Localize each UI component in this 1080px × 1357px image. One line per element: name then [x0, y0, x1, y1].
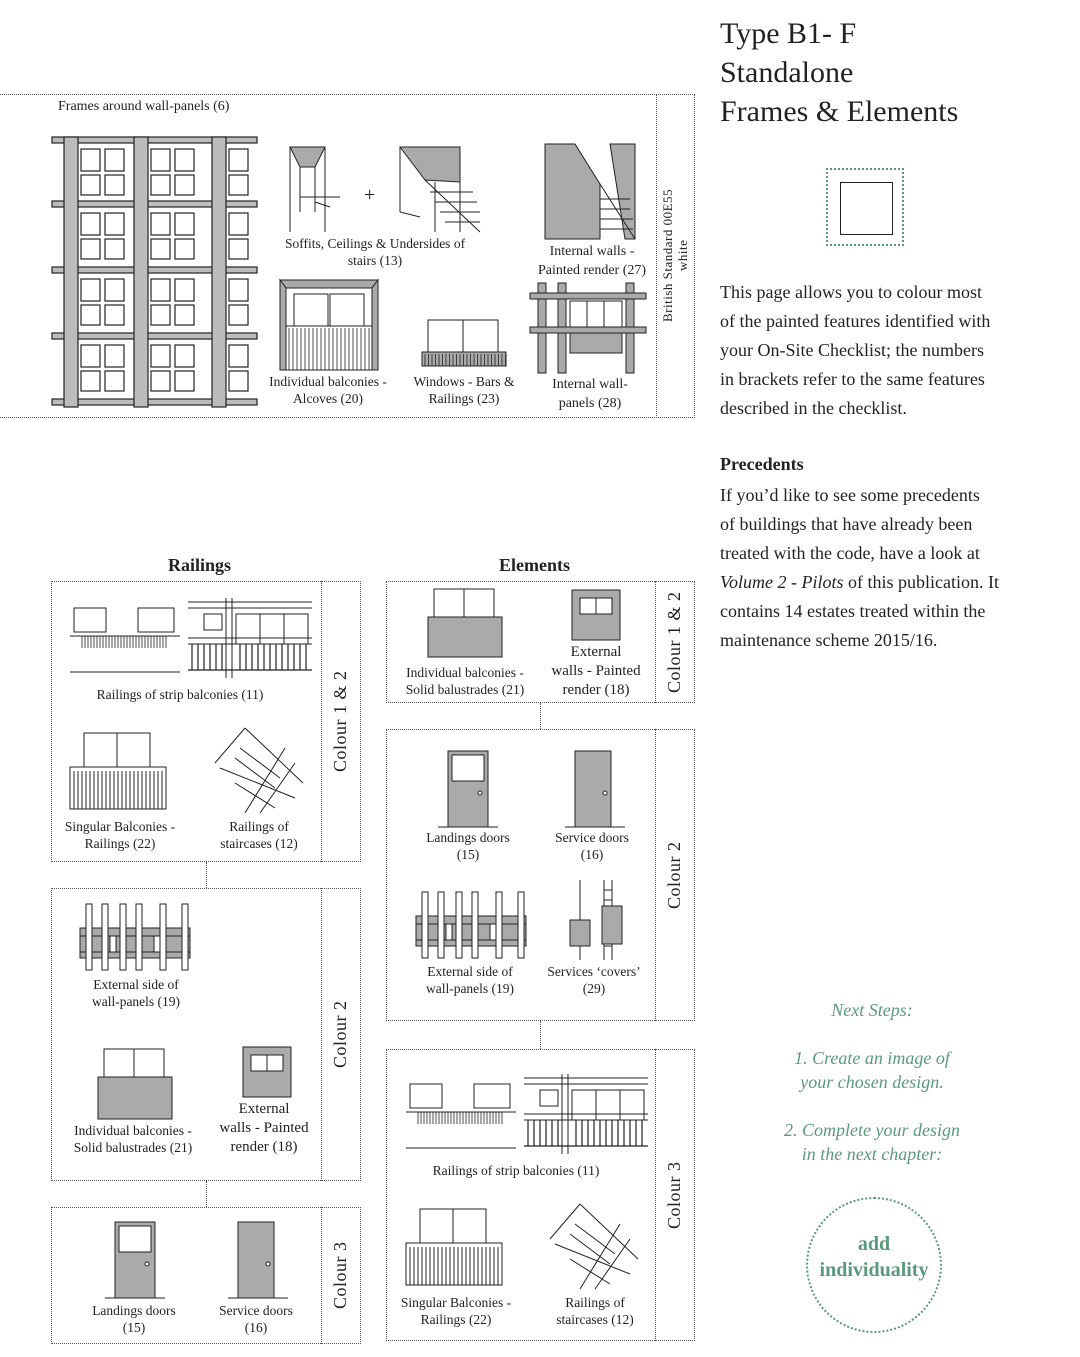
soffit-stairs-drawing[interactable]: [285, 142, 485, 237]
service-door-drawing[interactable]: [228, 1220, 288, 1300]
el-strip-balconies-drawing-a[interactable]: [406, 1082, 516, 1154]
intro-text: This page allows you to colour most of t…: [720, 282, 991, 418]
elements-colour2-label: Colour 2: [664, 841, 684, 909]
plus-sign: +: [364, 184, 376, 206]
el-landing-door-drawing[interactable]: [438, 749, 498, 829]
railings-colour3-strip: [321, 1207, 361, 1344]
el-solid-balustrade-caption: Individual balconies -Solid balustrades …: [405, 665, 525, 697]
internal-walls-drawing[interactable]: [544, 143, 636, 240]
el-singular-balconies-caption: Singular Balconies -Railings (22): [400, 1295, 512, 1327]
singular-balcony-drawing[interactable]: [69, 731, 167, 811]
el-landing-doors-caption: Landings doors(15): [426, 830, 510, 862]
page-title: Type B1- F Standalone Frames & Elements: [720, 17, 959, 128]
internal-panels-drawing[interactable]: [529, 282, 647, 374]
strip-balconies-drawing-a[interactable]: [70, 606, 180, 678]
solid-balustrade-caption: Individual balconies -Solid balustrades …: [73, 1123, 193, 1155]
elements-colour12-strip: [655, 581, 695, 703]
landing-door-drawing[interactable]: [105, 1220, 165, 1300]
external-panels-drawing[interactable]: [79, 903, 191, 971]
landing-doors-caption: Landings doors(15): [92, 1303, 176, 1335]
solid-balustrade-drawing[interactable]: [97, 1047, 173, 1120]
facade-frames-drawing[interactable]: [51, 136, 258, 408]
services-covers-drawing[interactable]: [566, 880, 626, 960]
colour-code-label: British Standard 00E55 white: [660, 188, 690, 322]
connector: [206, 1181, 207, 1207]
connector: [540, 703, 541, 729]
frames-side-strip: [656, 94, 695, 418]
el-strip-balconies-caption: Railings of strip balconies (11): [432, 1163, 600, 1178]
el-service-doors-caption: Service doors(16): [555, 830, 629, 862]
railings-colour12-label: Colour 1 & 2: [330, 670, 350, 773]
strip-balconies-caption: Railings of strip balconies (11): [96, 687, 264, 702]
colour-swatch-icon[interactable]: [826, 168, 904, 246]
external-walls-drawing[interactable]: [242, 1046, 292, 1098]
elements-colour3-strip: [655, 1049, 695, 1341]
next-steps-heading: Next Steps:: [831, 1000, 913, 1020]
balcony-alcove-drawing[interactable]: [279, 278, 379, 371]
railings-heading: Railings: [168, 555, 232, 575]
el-external-panels-drawing[interactable]: [415, 891, 527, 959]
windows-bars-drawing[interactable]: [421, 318, 507, 370]
windows-bars-caption: Windows - Bars &Railings (23): [413, 374, 515, 406]
railings-colour3-label: Colour 3: [330, 1241, 350, 1310]
internal-panels-caption: Internal wall-panels (28): [552, 377, 628, 411]
connector: [540, 1021, 541, 1049]
services-covers-caption: Services ‘covers’(29): [547, 964, 641, 996]
precedents-heading: Precedents: [720, 454, 804, 474]
elements-colour3-label: Colour 3: [664, 1161, 684, 1229]
balconies-alcoves-caption: Individual balconies -Alcoves (20): [269, 374, 387, 406]
add-individuality-button[interactable]: add individuality: [806, 1197, 942, 1333]
frames-heading: Frames around wall-panels (6): [58, 99, 230, 114]
internal-walls-caption: Internal walls -Painted render (27): [537, 244, 647, 278]
el-strip-balconies-drawing-b[interactable]: [524, 1074, 648, 1154]
el-staircase-railing-drawing[interactable]: [549, 1203, 639, 1292]
strip-balconies-drawing-b[interactable]: [188, 598, 312, 678]
el-solid-balustrade-drawing[interactable]: [427, 587, 503, 659]
railings-colour12-strip: [321, 581, 361, 862]
service-doors-caption: Service doors(16): [219, 1303, 293, 1335]
el-external-walls-drawing[interactable]: [571, 589, 621, 641]
el-service-door-drawing[interactable]: [565, 749, 625, 829]
railings-colour2-strip: [321, 888, 361, 1181]
staircase-railing-drawing[interactable]: [214, 727, 304, 816]
el-singular-balcony-drawing[interactable]: [405, 1207, 503, 1287]
connector: [206, 862, 207, 888]
precedents-text: If you’d like to see some precedents of …: [720, 485, 999, 650]
elements-colour12-label: Colour 1 & 2: [664, 591, 684, 693]
singular-balconies-caption: Singular Balconies -Railings (22): [64, 819, 176, 851]
railings-colour2-label: Colour 2: [330, 1000, 350, 1069]
elements-colour2-strip: [655, 729, 695, 1021]
elements-heading: Elements: [499, 555, 570, 575]
